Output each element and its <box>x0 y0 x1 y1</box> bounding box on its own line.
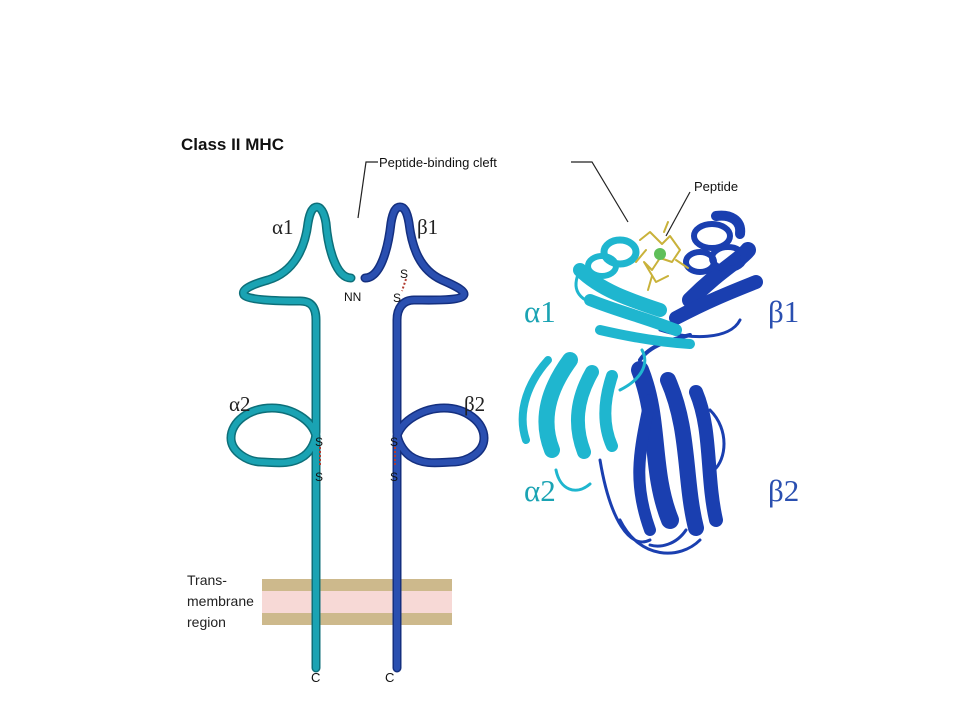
ribbon-alpha2-strand-2 <box>570 365 599 459</box>
membrane-outer-layer <box>262 579 452 591</box>
ribbon-alpha1-strand-1 <box>573 263 667 317</box>
peptide-chain <box>639 231 681 283</box>
ribbon-alpha1-helix-2 <box>585 253 619 279</box>
alpha2-label: α2 <box>229 392 251 416</box>
sulfur-label-beta1-top: S <box>400 267 408 281</box>
ribbon-alpha2-strand-1 <box>538 352 578 458</box>
ribbon-peptide <box>635 221 689 291</box>
alpha1-label: α1 <box>272 215 294 239</box>
sulfur-label-beta2-bottom: S <box>390 470 398 484</box>
ribbon-beta2-loop-4 <box>648 528 688 548</box>
peptide-side-chains <box>635 221 689 291</box>
cleft-leader-right <box>571 161 629 223</box>
ribbon-beta2-label: β2 <box>768 473 799 508</box>
ribbon-beta1-helix-3 <box>683 249 717 275</box>
ribbon-beta1-label: β1 <box>768 294 799 329</box>
ribbon-alpha1-helix-1 <box>600 236 640 268</box>
ribbon-beta2-strand-1 <box>631 361 679 529</box>
ribbon-beta1-helix-4 <box>711 210 746 239</box>
beta-chain <box>360 202 489 673</box>
ribbon-alpha1-strand-2 <box>584 294 682 336</box>
ribbon-beta1-strand-2 <box>669 275 763 325</box>
membrane-label-line1: Trans- <box>187 572 227 588</box>
ribbon-alpha2-loop-2 <box>618 348 647 392</box>
ribbon-alpha2-loop-1 <box>554 468 592 492</box>
sulfur-label-beta2-top: S <box>390 435 398 449</box>
cleft-label: Peptide-binding cleft <box>379 155 497 170</box>
ribbon-alpha1-label: α1 <box>524 294 556 329</box>
c-terminal-label-beta: C <box>385 670 394 685</box>
beta1-label: β1 <box>417 215 438 239</box>
n-terminals-label: NN <box>344 290 361 304</box>
ribbon-beta2-loop-1 <box>618 518 702 555</box>
ribbon-alpha1-loop <box>574 268 598 306</box>
cleft-leader-left <box>357 161 378 219</box>
membrane-inner-layer <box>262 613 452 625</box>
ribbon-structure <box>518 210 763 555</box>
ribbon-beta2-loop-2 <box>598 458 652 544</box>
peptide-label: Peptide <box>694 179 738 194</box>
alpha-chain <box>226 202 356 673</box>
ribbon-beta2-domain <box>598 361 726 555</box>
ribbon-beta2-loop-3 <box>708 408 726 472</box>
ribbon-alpha2-label: α2 <box>524 473 556 508</box>
peptide-core <box>654 248 666 260</box>
sulfur-label-beta1-bottom: S <box>393 291 401 305</box>
diagram-title: Class II MHC <box>181 135 284 154</box>
ribbon-alpha2-domain <box>518 348 647 492</box>
ribbon-beta2-strand-3 <box>689 385 723 527</box>
ribbon-alpha1-strand-3 <box>595 325 695 349</box>
disulfide-bonds <box>319 278 407 466</box>
ribbon-alpha2-strand-3 <box>599 370 618 452</box>
ribbon-alpha1-domain <box>573 236 695 349</box>
ribbon-beta2-strand-2 <box>660 372 704 536</box>
ribbon-beta1-helix-1 <box>691 221 733 251</box>
membrane-region <box>262 579 452 625</box>
beta2-label: β2 <box>464 392 485 416</box>
ribbon-alpha2-strand-4 <box>518 356 552 444</box>
ribbon-beta2-strand-4 <box>633 394 656 536</box>
c-terminal-label-alpha: C <box>311 670 320 685</box>
membrane-label-line3: region <box>187 614 226 630</box>
sulfur-label-alpha2-top: S <box>315 435 323 449</box>
leader-lines <box>357 161 691 237</box>
sulfur-label-alpha2-bottom: S <box>315 470 323 484</box>
membrane-label-line2: membrane <box>187 593 254 609</box>
peptide-leader <box>665 191 691 237</box>
